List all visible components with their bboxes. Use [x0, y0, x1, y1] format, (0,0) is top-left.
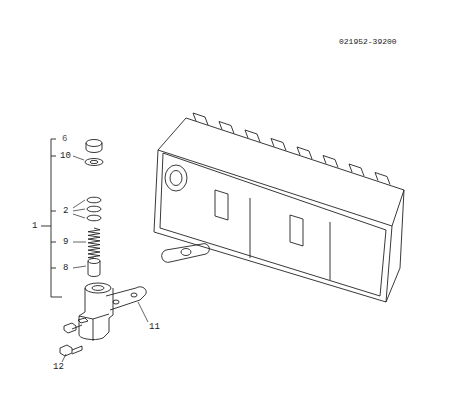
group-bracket [41, 139, 62, 297]
callout-number: 8 [62, 263, 69, 273]
o-rings [87, 197, 101, 221]
spring [88, 228, 100, 258]
callout-number: 11 [148, 322, 161, 332]
callout-number: 1 [31, 221, 38, 231]
washer [85, 159, 103, 166]
plunger [88, 259, 100, 277]
bolts [60, 318, 88, 356]
plug-cap [86, 140, 102, 153]
leader-lines [62, 156, 148, 362]
callout-number: 2 [62, 206, 69, 216]
part-number: 021952-39200 [338, 37, 398, 47]
manifold-housing [154, 113, 404, 302]
callout-number: 6 [61, 134, 68, 144]
callout-number: 9 [62, 237, 69, 247]
valve-body [79, 283, 146, 341]
callout-number: 10 [59, 151, 72, 161]
callout-number: 12 [52, 362, 65, 372]
